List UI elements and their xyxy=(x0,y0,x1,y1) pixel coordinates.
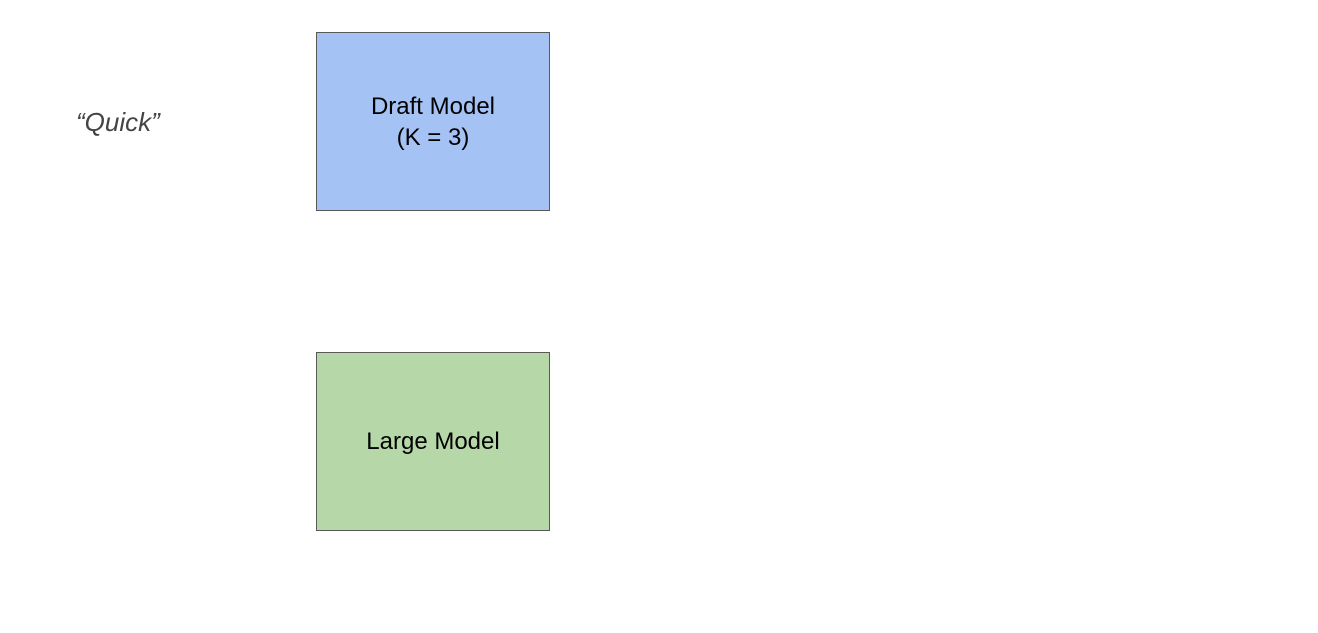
draft-model-param: (K = 3) xyxy=(396,123,470,151)
large-model-title: Large Model xyxy=(366,428,500,455)
draft-model-box: Draft Model (K = 3) xyxy=(316,32,550,211)
quick-label: “Quick” xyxy=(76,107,160,137)
draft-model-title: Draft Model xyxy=(370,92,496,120)
large-model-box: Large Model xyxy=(316,352,550,531)
